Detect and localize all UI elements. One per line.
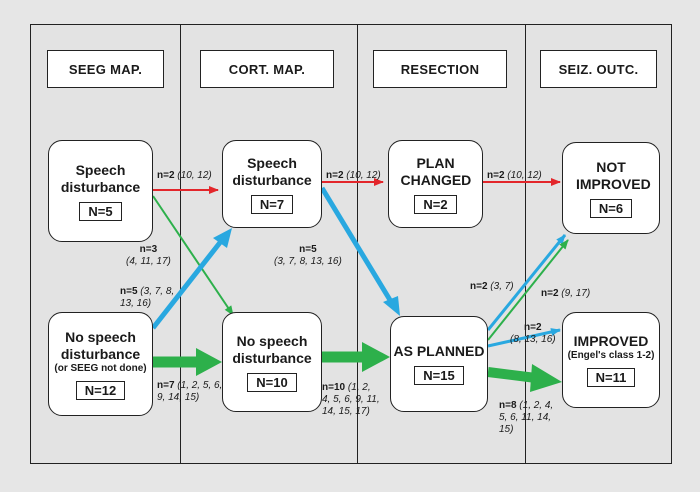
arrowhead-f7 <box>362 342 390 372</box>
flow-label: n=2 (3, 7) <box>470 281 514 292</box>
arrowhead-f3 <box>213 228 232 248</box>
column-header-resection: RESECTION <box>373 50 507 88</box>
node-count: N=12 <box>75 380 126 400</box>
node-count: N=6 <box>589 198 633 218</box>
flow-label: n=2 (10, 12) <box>326 170 381 181</box>
arrow-f11 <box>487 328 561 348</box>
arrowhead-f6 <box>383 296 400 316</box>
node-cort-no-speech-disturbance: No speech disturbance N=10 <box>222 312 322 412</box>
column-header-outcome: SEIZ. OUTC. <box>540 50 657 88</box>
node-title: Speech disturbance <box>232 154 312 188</box>
node-cort-speech-disturbance: Speech disturbance N=7 <box>222 140 322 228</box>
node-as-planned: AS PLANNED N=15 <box>390 316 488 412</box>
arrowhead-f12 <box>530 364 562 392</box>
node-seeg-speech-disturbance: Speech disturbance N=5 <box>48 140 153 242</box>
arrow-f10 <box>487 239 569 341</box>
node-title: NOT IMPROVED <box>576 158 651 192</box>
node-count: N=2 <box>414 194 457 214</box>
node-count: N=10 <box>247 372 297 392</box>
flow-label: n=2(8, 13, 16) <box>510 322 556 345</box>
node-title: No speech disturbance <box>60 328 141 362</box>
node-seeg-no-speech-disturbance: No speech disturbance (or SEEG not done)… <box>48 312 153 416</box>
arrow-f3 <box>151 238 224 330</box>
node-title: AS PLANNED <box>393 343 485 359</box>
node-count: N=15 <box>414 366 464 385</box>
flow-label: n=2 (10, 12) <box>487 170 542 181</box>
node-count: N=7 <box>250 194 294 214</box>
flow-label: n=8 (1, 2, 4, 5, 6, 11, 14, 15) <box>499 400 554 435</box>
node-count: N=11 <box>586 368 636 387</box>
column-header-cort: CORT. MAP. <box>200 50 334 88</box>
flow-label: n=3(4, 11, 17) <box>126 244 171 267</box>
node-improved: IMPROVED (Engel's class 1-2) N=11 <box>562 312 660 408</box>
arrowhead-f4 <box>196 348 222 376</box>
node-title: No speech disturbance <box>232 332 312 366</box>
node-plan-changed: PLAN CHANGED N=2 <box>388 140 483 228</box>
flow-label: n=5(3, 7, 8, 13, 16) <box>274 244 342 267</box>
column-header-seeg: SEEG MAP. <box>47 50 164 88</box>
flow-label: n=5 (3, 7, 8, 13, 16) <box>120 286 175 309</box>
arrow-f12 <box>487 367 537 383</box>
node-title: Speech disturbance <box>60 161 141 195</box>
node-title: PLAN CHANGED <box>400 154 472 188</box>
node-subtitle: (or SEEG not done) <box>54 362 147 374</box>
node-subtitle: (Engel's class 1-2) <box>567 350 655 361</box>
node-not-improved: NOT IMPROVED N=6 <box>562 142 660 234</box>
flow-label: n=7 (1, 2, 5, 6, 9, 14, 15) <box>157 380 223 403</box>
column-divider <box>180 24 181 464</box>
flow-label: n=10 (1, 2, 4, 5, 6, 9, 11, 14, 15, 17) <box>322 382 380 417</box>
flow-label: n=2 (10, 12) <box>157 170 212 181</box>
arrow-f6 <box>319 186 393 302</box>
arrow-f9 <box>486 234 567 331</box>
column-divider <box>525 24 526 464</box>
flow-label: n=2 (9, 17) <box>541 288 591 299</box>
node-title: IMPROVED <box>573 333 649 349</box>
node-count: N=5 <box>79 201 122 221</box>
arrow-f2 <box>152 195 234 316</box>
